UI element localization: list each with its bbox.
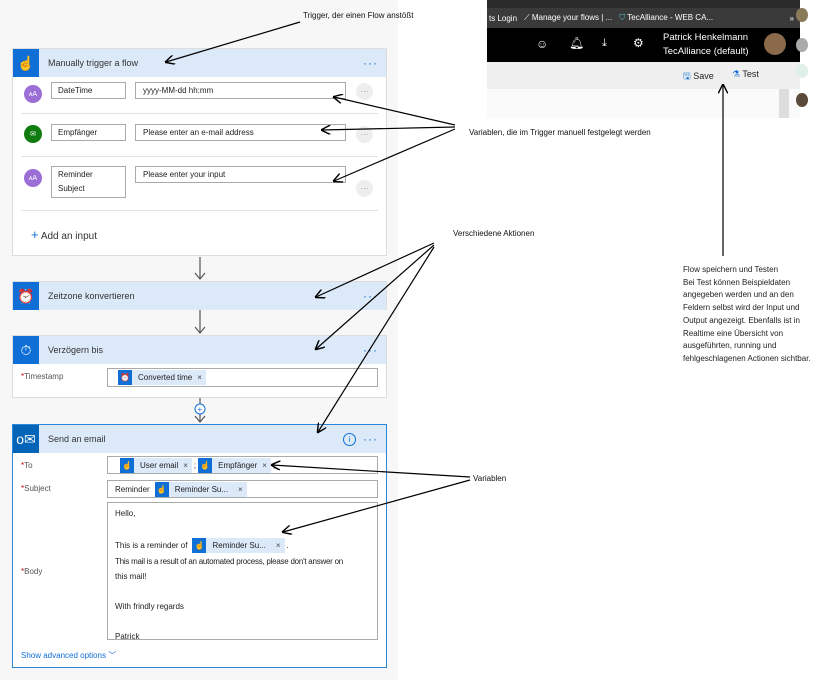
hand-touch-icon: ☝ (198, 457, 213, 473)
token-user-email[interactable]: ☝User email× (120, 457, 192, 473)
body-line: Hello, (115, 509, 136, 518)
add-input-button[interactable]: + Add an input (31, 227, 97, 242)
token-reminder-subject[interactable]: ☝Reminder Su...× (192, 537, 285, 553)
action-title: Zeitzone konvertieren (48, 291, 135, 301)
save-icon: 🖫 (683, 71, 691, 81)
input-name-datetime[interactable]: DateTime (51, 82, 126, 99)
timestamp-input[interactable]: ⏰Converted time× (107, 368, 378, 387)
scrollbar[interactable] (779, 89, 789, 118)
smiley-icon[interactable]: ☺ (536, 37, 549, 51)
bookmarks-bar: ts Login ⟋ Manage your flows | ... ⛉ Tec… (487, 8, 800, 28)
hand-touch-icon: ☝ (154, 481, 169, 497)
outlook-icon: o✉ (13, 425, 39, 453)
timer-icon: ⏱ (13, 336, 39, 364)
bookmark[interactable]: ⟋ Manage your flows | ... (524, 13, 613, 22)
add-input-label: Add an input (40, 231, 97, 242)
remove-token-icon[interactable]: × (238, 484, 243, 494)
more-options-icon[interactable]: ··· (363, 432, 378, 446)
timestamp-label: *Timestamp (21, 372, 64, 381)
datetime-input[interactable]: yyyy-MM-dd hh:mm (135, 82, 346, 99)
chevron-down-icon: ﹀ (108, 651, 117, 660)
remove-token-icon[interactable]: × (183, 460, 188, 470)
gear-icon[interactable]: ⚙ (633, 36, 644, 50)
flask-icon: ⚗ (732, 69, 741, 79)
subject-label: *Subject (21, 484, 51, 493)
body-line: Patrick (115, 632, 140, 641)
add-step-button (194, 403, 206, 415)
token-empfaenger[interactable]: ☝Empfänger× (198, 457, 271, 473)
divider (21, 210, 378, 211)
text-icon: ᴀA (24, 85, 42, 103)
body-line: this mail! (115, 572, 147, 581)
body-line: With frindly regards (115, 602, 184, 611)
remove-token-icon[interactable]: × (262, 460, 267, 470)
trigger-title: Manually trigger a flow (48, 58, 139, 68)
more-bookmarks-icon[interactable]: » (789, 13, 794, 23)
side-strip (796, 0, 839, 118)
input-name-empfaenger[interactable]: Empfänger (51, 124, 126, 141)
hand-touch-icon: ☝ (120, 457, 134, 473)
ellipsis-icon[interactable]: ··· (356, 180, 373, 197)
to-label: *To (21, 461, 33, 470)
divider (21, 156, 378, 157)
body-line: This mail is a result of an automated pr… (115, 557, 343, 566)
header-inset: ts Login ⟋ Manage your flows | ... ⛉ Tec… (487, 0, 800, 118)
trigger-card[interactable]: ☝ Manually trigger a flow ··· ᴀA DateTim… (12, 48, 387, 256)
text-icon: ᴀA (24, 169, 42, 187)
avatar[interactable] (764, 33, 786, 55)
hand-touch-icon: ☝ (192, 537, 207, 553)
remove-token-icon[interactable]: × (197, 373, 202, 382)
action-title: Verzögern bis (48, 345, 104, 355)
subject-text: Reminder (115, 484, 150, 494)
plus-icon: + (31, 227, 39, 242)
more-options-icon[interactable]: ··· (363, 56, 378, 70)
info-icon[interactable]: i (343, 432, 356, 446)
label-line: Reminder (58, 170, 93, 179)
token-converted-time[interactable]: ⏰Converted time× (118, 370, 206, 385)
divider (21, 113, 378, 114)
alarm-clock-icon: ⏰ (13, 282, 39, 310)
alarm-clock-icon: ⏰ (118, 370, 132, 385)
body-line: This is a reminder of☝Reminder Su...×. (115, 536, 370, 554)
hand-touch-icon: ☝ (13, 49, 39, 77)
annotation-variables-trigger: Variablen, die im Trigger manuell festge… (469, 128, 651, 137)
ellipsis-icon[interactable]: ··· (356, 83, 373, 100)
show-advanced-options[interactable]: Show advanced options ﹀ (21, 651, 117, 660)
svg-text:+: + (198, 405, 203, 414)
download-icon[interactable]: ⤓ (602, 37, 607, 49)
command-bar: 🖫 Save ⚗ Test (487, 62, 800, 89)
bookmark[interactable]: ts Login (489, 13, 518, 23)
remove-token-icon[interactable]: × (275, 540, 281, 550)
input-name-reminder-subject[interactable]: Reminder Subject (51, 166, 126, 198)
test-button[interactable]: ⚗ Test (732, 69, 759, 79)
annotation-trigger: Trigger, der einen Flow anstößt (303, 11, 414, 20)
action-title: Send an email (48, 434, 106, 444)
bookmark[interactable]: ⛉ TecAlliance - WEB CA... (619, 13, 714, 22)
bell-icon[interactable]: 🔔︎ (569, 36, 585, 50)
save-button[interactable]: 🖫 Save (683, 71, 714, 81)
annotation-actions: Verschiedene Aktionen (453, 229, 535, 238)
token-reminder-subject[interactable]: ☝Reminder Su...× (154, 481, 247, 497)
email-icon: ✉ (24, 125, 42, 143)
body-label: *Body (21, 567, 43, 576)
annotation-variables: Variablen (473, 474, 507, 483)
label-line: Subject (58, 184, 85, 193)
